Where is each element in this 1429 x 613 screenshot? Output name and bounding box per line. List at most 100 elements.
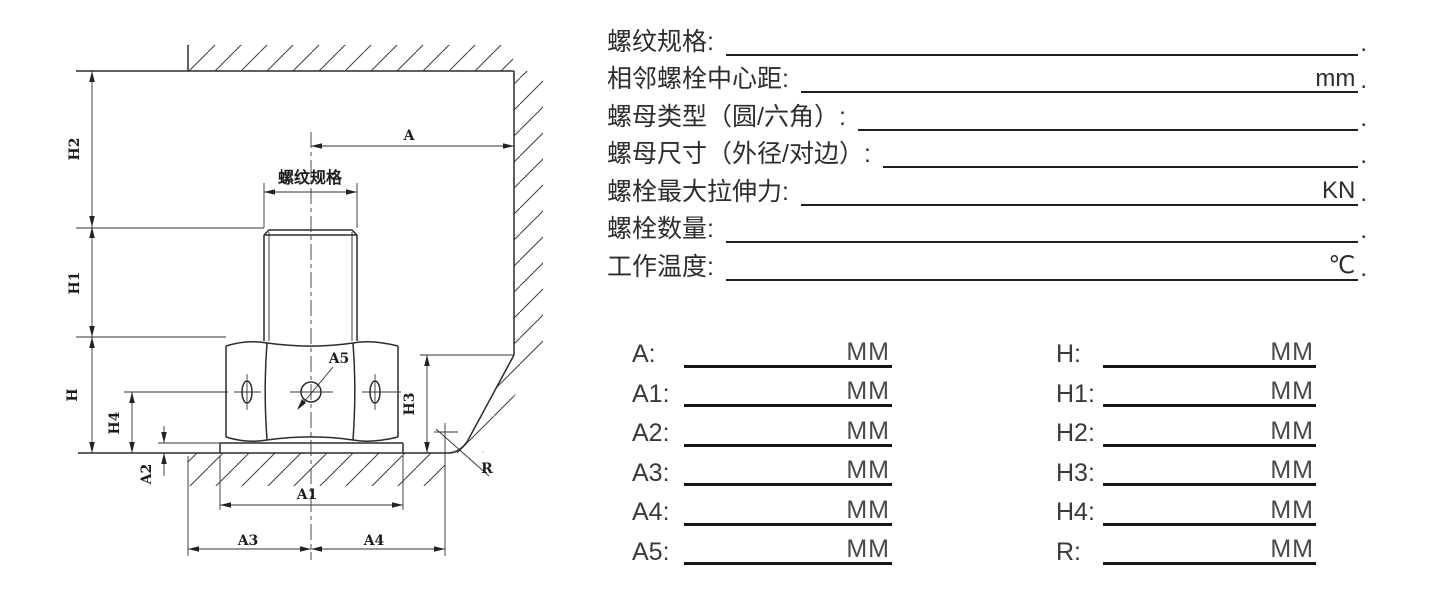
form-unit: KN bbox=[1321, 177, 1356, 205]
bolt-top-chamfer bbox=[263, 229, 358, 236]
dim-label-a3: A3 bbox=[237, 533, 259, 549]
table-blank-line: MM bbox=[684, 458, 892, 486]
dim-label-h2: H2 bbox=[67, 138, 83, 161]
table-row-a2: A2: MM bbox=[632, 407, 892, 447]
form-unit: ℃ bbox=[1328, 252, 1356, 280]
table-unit: MM bbox=[1270, 337, 1314, 366]
table-row-h3: H3: MM bbox=[1056, 447, 1316, 487]
thread-minor-lines bbox=[268, 232, 353, 341]
table-blank-line: MM bbox=[684, 379, 892, 407]
form-row-nut-type: 螺母类型（圆/六角）: . bbox=[607, 93, 1367, 131]
center-lines bbox=[234, 132, 401, 560]
form-row-bolt-quantity: 螺栓数量: . bbox=[607, 206, 1367, 244]
table-blank-line: MM bbox=[1103, 537, 1316, 565]
form-blank-line bbox=[857, 128, 1359, 131]
form-row-max-tension: 螺栓最大拉伸力: KN . bbox=[607, 168, 1367, 206]
form-period: . bbox=[1360, 104, 1367, 132]
nut-top-edge bbox=[225, 341, 399, 347]
table-unit: MM bbox=[846, 337, 890, 366]
table-unit: MM bbox=[846, 377, 890, 405]
table-unit: MM bbox=[1270, 535, 1314, 563]
dim-label-a2: A2 bbox=[139, 464, 155, 486]
table-row-h2: H2: MM bbox=[1056, 407, 1316, 447]
table-unit: MM bbox=[846, 416, 890, 445]
table-blank-line: MM bbox=[1103, 379, 1316, 407]
table-unit: MM bbox=[846, 456, 890, 484]
form-blank-line bbox=[725, 53, 1359, 56]
form-period: . bbox=[1360, 142, 1367, 169]
table-label: H4: bbox=[1056, 498, 1095, 527]
form-period: . bbox=[1360, 217, 1367, 244]
form-row-nut-size: 螺母尺寸（外径/对边）: . bbox=[607, 131, 1367, 169]
table-unit: MM bbox=[1270, 377, 1314, 405]
form-row-working-temperature: 工作温度: ℃ . bbox=[607, 243, 1367, 281]
form-unit: mm bbox=[1315, 64, 1356, 92]
dimension-arrowheads bbox=[89, 71, 514, 552]
dim-label-thread-spec: 螺纹规格 bbox=[278, 168, 343, 187]
table-blank-line: MM bbox=[1103, 495, 1316, 526]
ext-a1 bbox=[219, 456, 404, 510]
form-label: 螺纹规格: bbox=[607, 27, 714, 56]
dims-table-h-column: H: MM H1: MM H2: MM H3: MM H4: MM R: MM bbox=[1056, 328, 1316, 565]
form-blank-line: KN bbox=[800, 177, 1359, 206]
form-blank-line bbox=[882, 166, 1359, 168]
table-blank-line: MM bbox=[1103, 337, 1316, 368]
table-row-a5: A5: MM bbox=[632, 526, 892, 565]
table-unit: MM bbox=[1270, 456, 1314, 484]
table-label: A1: bbox=[632, 379, 670, 408]
washer-outline bbox=[219, 442, 404, 453]
table-label: H1: bbox=[1056, 379, 1095, 408]
table-row-r: R: MM bbox=[1056, 526, 1316, 566]
table-label: R: bbox=[1056, 537, 1081, 566]
dim-label-h4: H4 bbox=[107, 411, 123, 434]
table-label: H: bbox=[1056, 340, 1081, 369]
table-unit: MM bbox=[846, 495, 890, 524]
table-row-h4: H4: MM bbox=[1056, 486, 1316, 526]
bolt-shank-outline bbox=[263, 235, 358, 341]
table-unit: MM bbox=[846, 535, 890, 563]
table-row-h1: H1: MM bbox=[1056, 368, 1316, 408]
table-label: A4: bbox=[632, 498, 670, 527]
form-label: 螺母类型（圆/六角）: bbox=[607, 102, 846, 131]
dim-label-h1: H1 bbox=[67, 272, 83, 295]
table-row-h: H: MM bbox=[1056, 328, 1316, 368]
dim-label-a: A bbox=[403, 128, 416, 144]
form-row-thread-spec: 螺纹规格: . bbox=[607, 18, 1367, 56]
bolt-section-drawing: H2 H1 H H4 A2 H3 A 螺纹规格 A1 A3 A4 A5 R bbox=[65, 45, 543, 560]
table-unit: MM bbox=[1270, 495, 1314, 524]
hole-center-lines-v bbox=[246, 374, 376, 410]
form-period: . bbox=[1360, 254, 1367, 282]
form-period: . bbox=[1360, 179, 1367, 207]
form-period: . bbox=[1360, 67, 1367, 94]
nut-bottom-edge bbox=[225, 436, 399, 442]
form-period: . bbox=[1360, 29, 1367, 57]
table-row-a: A: MM bbox=[632, 328, 892, 368]
form-label: 相邻螺栓中心距: bbox=[607, 65, 789, 93]
ext-a3-a4 bbox=[187, 423, 446, 556]
radius-leader-line bbox=[435, 428, 490, 477]
table-row-a1: A1: MM bbox=[632, 368, 892, 408]
table-row-a4: A4: MM bbox=[632, 486, 892, 526]
table-label: H3: bbox=[1056, 458, 1095, 487]
dim-label-h: H bbox=[65, 388, 81, 401]
ext-thread-spec bbox=[263, 183, 358, 228]
form-label: 工作温度: bbox=[607, 252, 714, 281]
dim-label-a4: A4 bbox=[363, 533, 385, 549]
table-blank-line: MM bbox=[1103, 418, 1316, 447]
form-blank-line: mm bbox=[800, 64, 1359, 93]
form-label: 螺栓最大拉伸力: bbox=[607, 177, 789, 206]
spec-form: 螺纹规格: . 相邻螺栓中心距: mm . 螺母类型（圆/六角）: . 螺母尺寸… bbox=[607, 18, 1367, 281]
form-blank-line bbox=[725, 241, 1359, 243]
dimension-labels: H2 H1 H H4 A2 H3 A 螺纹规格 A1 A3 A4 A5 R bbox=[65, 128, 493, 549]
dim-label-a5: A5 bbox=[328, 351, 350, 367]
form-blank-line: ℃ bbox=[725, 252, 1359, 281]
dim-label-h3: H3 bbox=[402, 393, 418, 416]
nut-side-edges bbox=[225, 346, 399, 437]
dimension-lines bbox=[76, 71, 514, 556]
table-label: A: bbox=[632, 340, 656, 369]
table-label: A3: bbox=[632, 458, 670, 487]
nut-face-lines bbox=[264, 342, 356, 441]
table-blank-line: MM bbox=[684, 337, 892, 368]
form-label: 螺栓数量: bbox=[607, 215, 714, 243]
